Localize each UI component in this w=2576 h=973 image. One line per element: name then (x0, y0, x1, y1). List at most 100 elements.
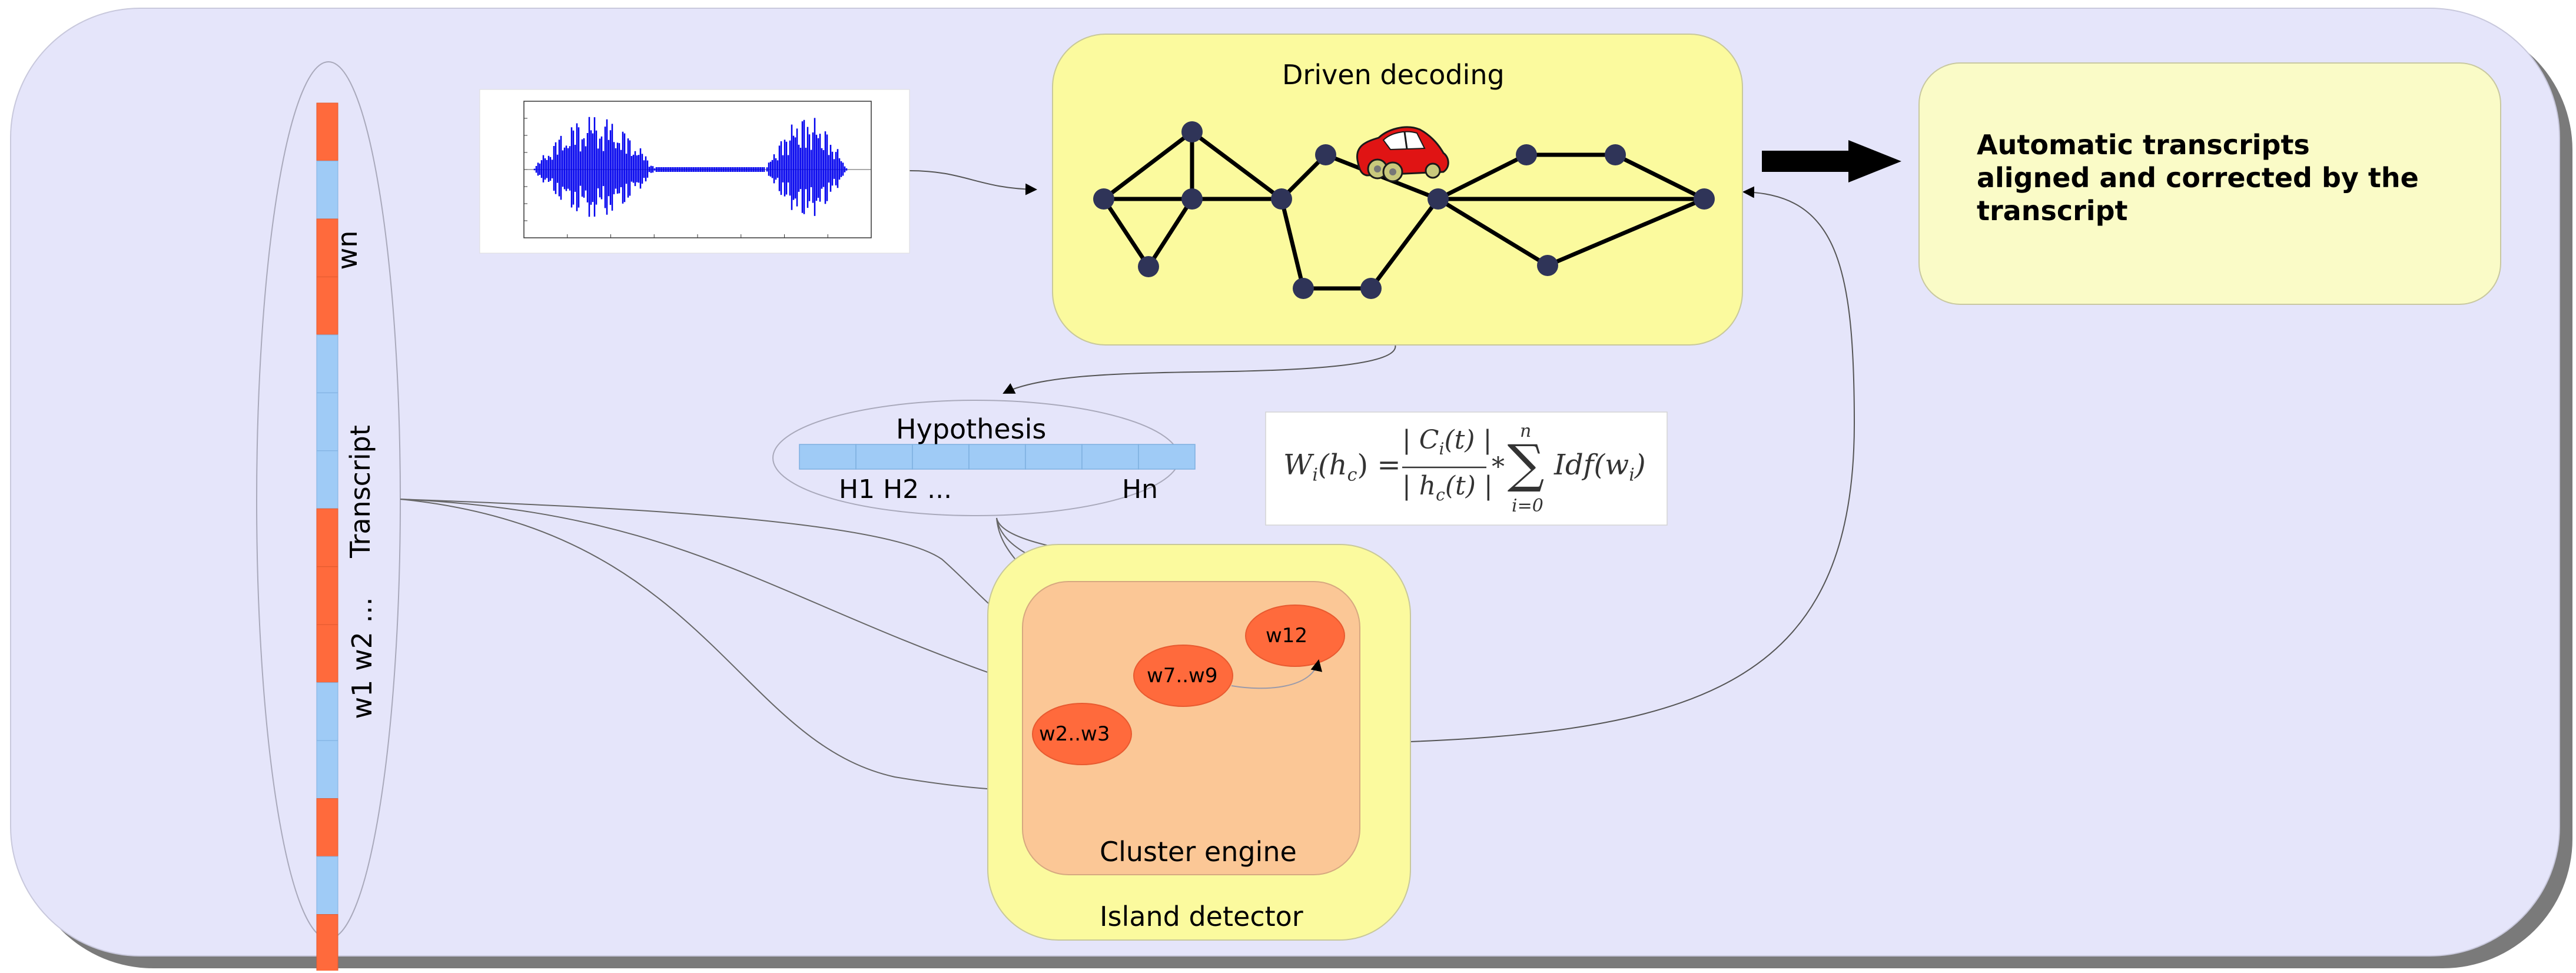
lattice-node (1605, 144, 1626, 165)
cluster-w2w3 (1032, 703, 1132, 765)
transcript-word-segment (316, 334, 338, 393)
driven-decoding-panel (1052, 34, 1743, 346)
waveform-ticks (523, 101, 872, 238)
hypothesis-segment (968, 444, 1026, 470)
transcript-word-segment (316, 856, 338, 915)
lattice-edge (1147, 198, 1194, 268)
formula-lhs: Wi(hc) = (1283, 449, 1401, 486)
audio-waveform (479, 89, 910, 254)
hypothesis-segment (1081, 444, 1139, 470)
lattice-edge (1546, 197, 1705, 268)
w7w9-to-w12-connector (1231, 659, 1323, 689)
transcript-word-segment (316, 798, 338, 857)
output-line-1: Automatic transcripts (1977, 129, 2310, 161)
transcript-word-segment (316, 624, 338, 683)
cluster-engine-label: Cluster engine (1100, 836, 1297, 868)
transcript-word-segment (316, 914, 338, 973)
output-arrow-icon (1762, 140, 1901, 182)
lattice-edge (1102, 198, 1150, 268)
lattice-node (1093, 188, 1114, 210)
lattice-edge (1279, 198, 1306, 289)
hypothesis-segment (912, 444, 970, 470)
formula-term-main: Idf(w (1554, 449, 1629, 481)
formula-times: * (1492, 452, 1505, 482)
formula-term-subscript: i (1629, 464, 1635, 486)
cluster-w7w9-label: w7..w9 (1147, 664, 1218, 688)
formula-sum-bottom: i=0 (1512, 496, 1543, 516)
lattice-node (1271, 188, 1292, 210)
lattice-node (1138, 256, 1159, 277)
audio-to-decoding-connector (909, 170, 1037, 195)
cluster-w12 (1245, 605, 1345, 667)
transcript-word-segment (316, 276, 338, 336)
hypothesis-segment (799, 444, 857, 470)
lattice-node (1516, 144, 1537, 165)
lattice-edge (1437, 197, 1549, 267)
formula-numerator-subscript: i (1439, 439, 1445, 459)
hypothesis-first-labels: H1 H2 ... (839, 474, 952, 504)
hypothesis-segment (1025, 444, 1083, 470)
transcript-w1w2-label: w1 w2 ... (346, 597, 378, 719)
transcript-word-bar (316, 102, 338, 973)
lattice-edge (1369, 197, 1440, 290)
formula-box (1265, 411, 1668, 526)
cluster-w12-label: w12 (1266, 624, 1308, 647)
output-line-2: aligned and corrected by the (1977, 162, 2419, 194)
formula-term: Idf(wi) (1554, 449, 1646, 486)
hypothesis-title: Hypothesis (896, 413, 1047, 445)
output-line-3: transcript (1977, 195, 2128, 227)
lattice-node (1428, 188, 1449, 210)
lattice-node (1537, 255, 1558, 276)
formula-lhs-argument: (h (1317, 449, 1347, 481)
transcript-word-segment (316, 508, 338, 567)
transcript-word-segment (316, 392, 338, 451)
decoding-to-hypothesis-connector (1002, 344, 1396, 394)
hypothesis-segment (1138, 444, 1196, 470)
transcript-word-segment (316, 218, 338, 277)
output-text: Automatic transcripts aligned and correc… (1977, 128, 2419, 227)
formula-numerator-rest: (t) | (1444, 425, 1492, 455)
decoding-lattice (1093, 121, 1715, 299)
formula-lhs-subscript: i (1312, 464, 1318, 486)
hypothesis-segment (855, 444, 913, 470)
transcript-word-segment (316, 160, 338, 220)
formula-denominator-subscript: c (1436, 484, 1445, 504)
transcript-label: Transcript (344, 425, 376, 558)
transcript-word-segment (316, 566, 338, 625)
waveform-signal (533, 117, 848, 217)
lattice-node (1293, 278, 1314, 299)
lattice-node (1181, 188, 1203, 210)
transcript-word-segment (316, 102, 338, 161)
sigma-icon: ∑ (1508, 433, 1545, 494)
hypothesis-last-label: Hn (1122, 474, 1158, 504)
formula-lhs-symbol: W (1283, 449, 1313, 481)
transcript-word-segment (316, 740, 338, 799)
output-box (1918, 62, 2501, 305)
lattice-node (1694, 188, 1715, 210)
formula-numerator: | Ci(t) | (1402, 425, 1492, 459)
cluster-w7w9 (1133, 645, 1233, 707)
formula-denominator-main: | h (1402, 471, 1436, 501)
island-to-decoding-connector (1409, 186, 1855, 742)
hypothesis-bar (799, 444, 1196, 470)
formula-denominator: | hc(t) | (1402, 471, 1493, 504)
transcript-wn-label: wn (331, 230, 363, 270)
lattice-edge (1190, 130, 1283, 201)
formula-lhs-close: ) = (1357, 449, 1401, 481)
formula-sum-top: n (1520, 421, 1532, 441)
formula-lhs-argument-subscript: c (1347, 464, 1357, 486)
lattice-node (1360, 278, 1382, 299)
island-detector-label: Island detector (1100, 901, 1303, 932)
lattice-edge (1614, 152, 1705, 201)
formula-numerator-main: | C (1402, 425, 1439, 455)
lattice-edge (1102, 130, 1194, 201)
formula-denominator-rest: (t) | (1445, 471, 1493, 501)
waveform-path (533, 117, 848, 217)
lattice-node (1181, 121, 1203, 142)
formula-term-close: ) (1634, 449, 1646, 481)
cluster-w2w3-label: w2..w3 (1039, 722, 1110, 746)
transcript-word-segment (316, 682, 338, 741)
lattice-edge (1437, 152, 1528, 201)
